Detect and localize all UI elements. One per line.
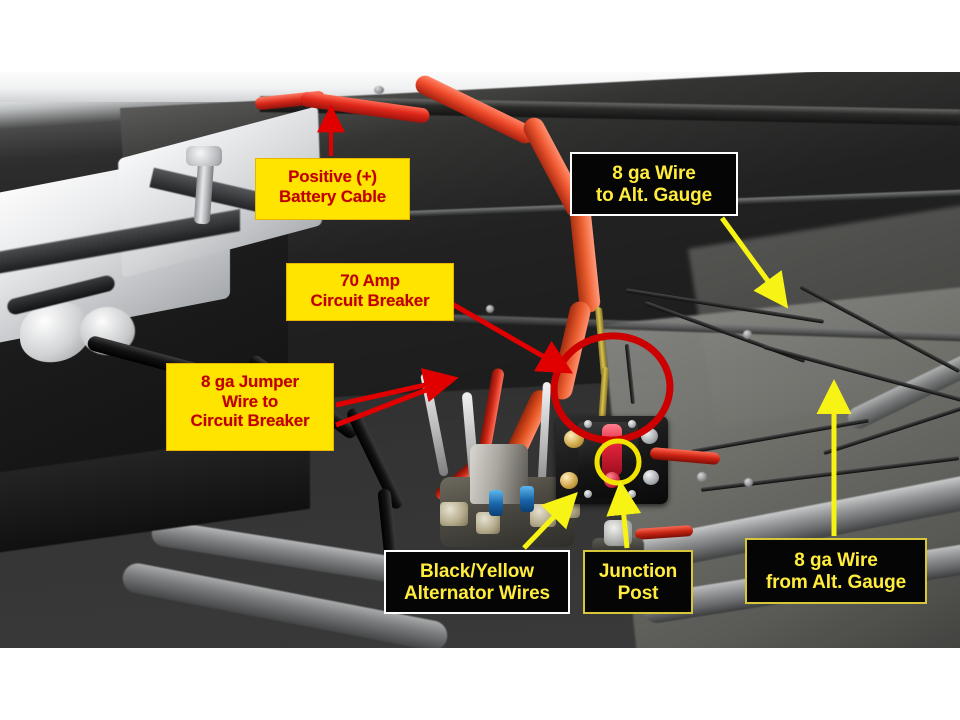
callout-wire-from-alt-gauge: 8 ga Wire from Alt. Gauge — [745, 538, 927, 604]
arrow-circuit-breaker — [438, 294, 574, 374]
blue-connector-1 — [489, 490, 503, 516]
callout-wire-to-alt-gauge: 8 ga Wire to Alt. Gauge — [570, 152, 738, 216]
circuit-breaker-highlight-ellipse — [550, 332, 674, 444]
arrow-alternator-wires — [522, 491, 578, 550]
circuit-breaker-rivet-2 — [628, 420, 636, 428]
solenoid-stud-2 — [476, 512, 500, 534]
blue-connector-2 — [520, 486, 534, 512]
circuit-breaker-rivet-3 — [584, 490, 592, 498]
circuit-breaker-rivet-1 — [584, 420, 592, 428]
cowl-bolt-4 — [486, 305, 494, 313]
callout-alternator-wires: Black/Yellow Alternator Wires — [384, 550, 570, 614]
battery-hold-down-bolt-head — [186, 146, 222, 166]
circuit-breaker-terminal-2 — [560, 472, 578, 489]
circuit-breaker-screw-2 — [643, 470, 659, 485]
cowl-bolt-2 — [697, 472, 707, 482]
cowl-bolt-5 — [374, 86, 384, 94]
callout-circuit-breaker: 70 Amp Circuit Breaker — [286, 263, 454, 321]
cowl-bolt-3 — [744, 478, 753, 487]
callout-positive-battery-cable: Positive (+) Battery Cable — [255, 158, 410, 220]
arrow-wire-to-alt-gauge — [719, 216, 789, 309]
engine-bay-photograph — [0, 72, 960, 648]
arrow-jumper-wire-tail — [335, 377, 453, 428]
solenoid-stud-1 — [440, 502, 468, 526]
junction-post-highlight-circle — [594, 438, 642, 486]
callout-jumper-wire: 8 ga Jumper Wire to Circuit Breaker — [166, 363, 334, 451]
callout-junction-post: Junction Post — [583, 550, 693, 614]
cowl-bolt-1 — [743, 330, 752, 339]
arrow-jumper-wire — [335, 368, 459, 408]
arrow-junction-post — [606, 480, 642, 549]
